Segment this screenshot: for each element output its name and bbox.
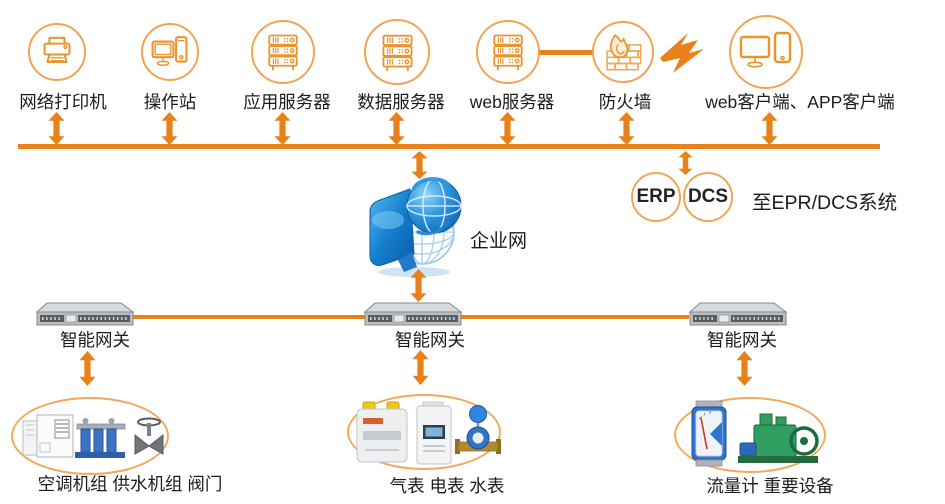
pump-skid-icon xyxy=(75,418,126,458)
node-data-server xyxy=(364,19,430,85)
enterprise-bus-line xyxy=(18,144,880,149)
erp-label: ERP xyxy=(636,186,676,207)
gateway-switch-icon xyxy=(33,299,137,329)
air-handler-icon xyxy=(22,414,74,458)
webserver-firewall-link-line xyxy=(540,50,593,55)
link-arrow xyxy=(410,269,427,302)
flow-meter-icon xyxy=(691,400,727,467)
link-arrow xyxy=(736,351,753,386)
node-firewall xyxy=(592,21,654,83)
link-arrow xyxy=(411,151,428,179)
link-arrow xyxy=(48,112,65,145)
enterprise-network-icon xyxy=(362,168,468,278)
link-arrow xyxy=(274,112,291,145)
link-arrow xyxy=(79,351,96,386)
node-clients xyxy=(729,15,803,89)
client-devices-icon xyxy=(739,31,792,68)
link-arrow xyxy=(618,112,635,145)
server-rack-icon xyxy=(493,34,523,71)
printer-icon xyxy=(43,36,71,63)
node-label: 数据服务器 xyxy=(357,92,445,112)
gateway-label: 智能网关 xyxy=(707,330,777,350)
erp-circle: ERP xyxy=(631,172,681,222)
node-label: 网络打印机 xyxy=(19,92,107,112)
firewall-icon xyxy=(606,34,642,71)
node-application-server xyxy=(251,20,315,84)
field-group-label: 流量计 重要设备 xyxy=(706,476,834,496)
link-arrow xyxy=(388,112,405,145)
compressor-icon xyxy=(738,413,819,463)
server-rack-icon xyxy=(268,34,298,71)
lightning-bolt-icon xyxy=(658,30,722,76)
workstation-icon xyxy=(151,36,188,66)
enterprise-network-label: 企业网 xyxy=(470,231,528,252)
node-operator-station xyxy=(141,23,199,81)
external-systems-caption: 至EPR/DCS系统 xyxy=(752,192,898,214)
node-label: web客户端、APP客户端 xyxy=(705,92,895,112)
server-rack-icon xyxy=(382,34,412,71)
valve-icon xyxy=(134,417,164,455)
dcs-circle: DCS xyxy=(683,172,733,222)
field-group-equipment xyxy=(347,394,501,470)
field-group-label: 气表 电表 水表 xyxy=(389,476,505,496)
node-network-printer xyxy=(28,23,86,81)
dcs-label: DCS xyxy=(687,186,729,207)
link-arrow xyxy=(678,151,693,175)
node-label: 应用服务器 xyxy=(243,92,331,112)
link-arrow xyxy=(499,112,516,145)
node-web-server xyxy=(476,20,540,84)
gateway-switch-icon xyxy=(686,299,790,329)
field-group-label: 空调机组 供水机组 阀门 xyxy=(37,474,223,494)
gateway-switch-icon xyxy=(361,299,465,329)
gateway-label: 智能网关 xyxy=(60,330,130,350)
field-group-equipment xyxy=(11,397,169,475)
node-label: 操作站 xyxy=(143,92,197,112)
node-label: 防火墙 xyxy=(598,92,652,112)
link-arrow xyxy=(161,112,178,145)
node-label: web服务器 xyxy=(469,92,555,112)
gas-meter-icon xyxy=(356,401,408,463)
field-group-equipment xyxy=(674,397,826,473)
water-meter-icon xyxy=(455,405,501,454)
gateway-label: 智能网关 xyxy=(395,330,465,350)
electric-meter-icon xyxy=(416,401,452,465)
link-arrow xyxy=(761,112,778,145)
link-arrow xyxy=(412,350,429,385)
